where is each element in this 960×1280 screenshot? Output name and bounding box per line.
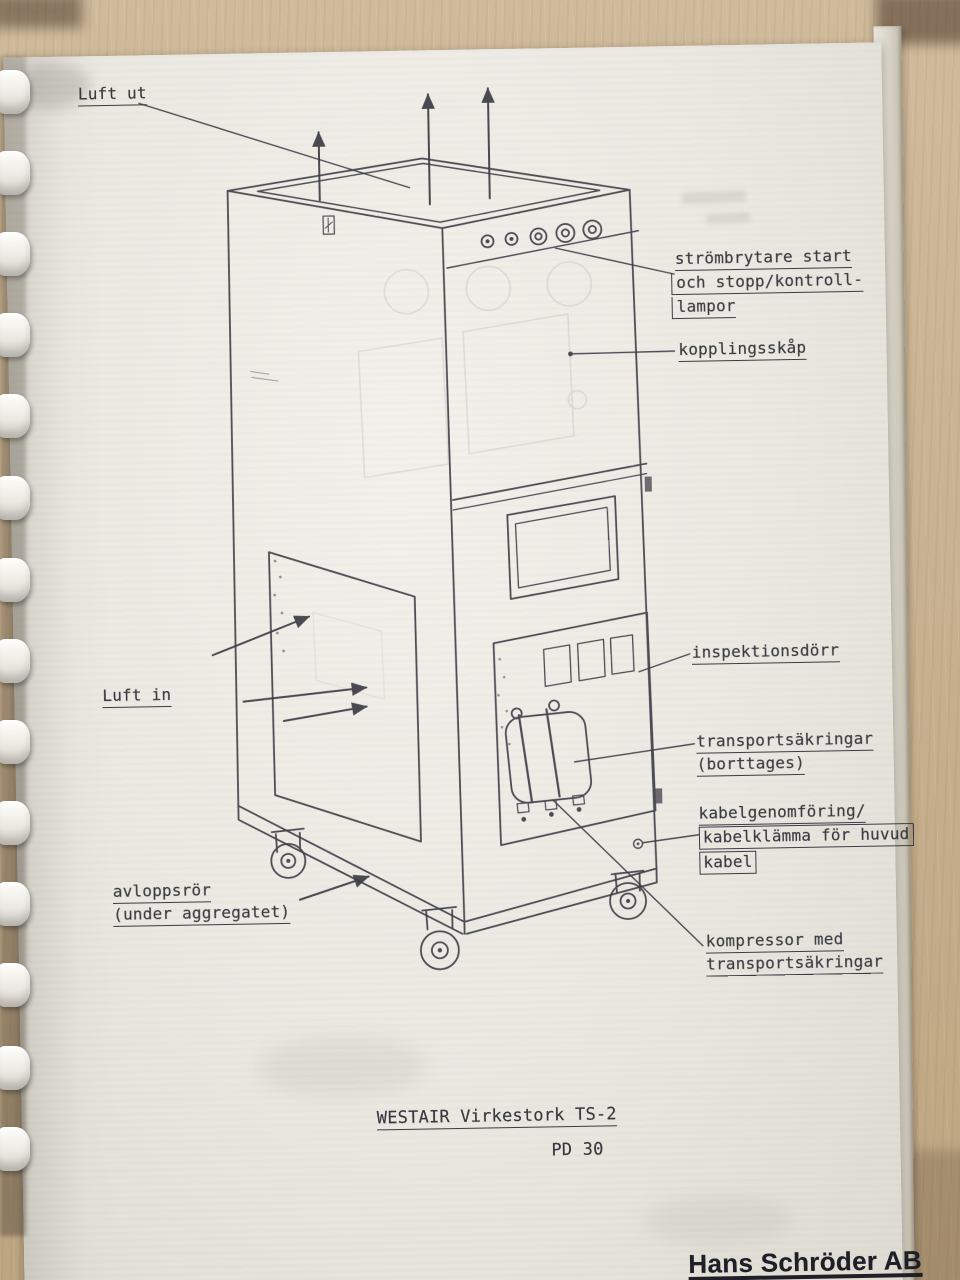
label-luft-ut: Luft ut [77,83,147,107]
bleed-through-shapes [312,261,593,701]
compressor [504,699,593,822]
binding-loop [0,151,30,195]
label-luft-in: Luft in [102,684,172,709]
scan-speckles [273,559,511,746]
binding-loop [0,70,30,114]
binding-loop [0,1127,30,1171]
label-strombrytare-line2: och stopp/kontroll- [671,269,864,296]
label-inspektionsdorr: inspektionsdörr [691,640,840,665]
label-strombrytare-line3: lampor [671,296,736,320]
binding-loop [0,394,30,438]
label-kabelgenomforing-line1: kabelgenomföring/ [698,800,866,826]
label-kabelgenomforing-line2: kabelklämma för huvud [698,822,914,850]
desk-shadow-top-left [0,0,82,28]
caption-title: WESTAIR Virkestork TS-2 [376,1104,618,1131]
binding-loop [0,313,30,357]
machine-diagram [138,87,704,971]
binding-loop [0,558,30,602]
label-avloppsror-line1: avloppsrör [112,880,212,904]
binding-loop [0,963,30,1007]
binding-loop [0,639,30,683]
label-strombrytare-line1: strömbrytare start [674,245,853,272]
cabinet-outline [226,157,663,935]
binding-loop [0,720,30,764]
label-kompressor-line1: kompressor med [705,929,844,954]
airflow-arrows [211,87,495,901]
label-transportsakringar-line1: transportsäkringar [696,728,874,754]
binding-loop [0,801,30,845]
binding-loop [0,882,30,926]
binding-loop [0,1046,30,1090]
label-kabelgenomforing-line3: kabel [699,850,757,875]
label-kompressor-line2: transportsäkringar [706,951,884,977]
binding-loop [0,476,30,520]
brand-footer: Hans Schröder AB [688,1244,923,1280]
caption-page-number: PD 30 [551,1139,604,1161]
label-kopplingsskap: kopplingsskåp [678,337,807,363]
label-transportsakringar-line2: (borttages) [696,752,806,777]
caster-wheels [270,827,647,971]
leader-lines [138,102,704,947]
manual-page: Luft ut strömbrytare start och stopp/kon… [3,42,923,1280]
label-avloppsror-line2: (under aggregatet) [113,901,291,927]
binding-loop [0,232,30,276]
